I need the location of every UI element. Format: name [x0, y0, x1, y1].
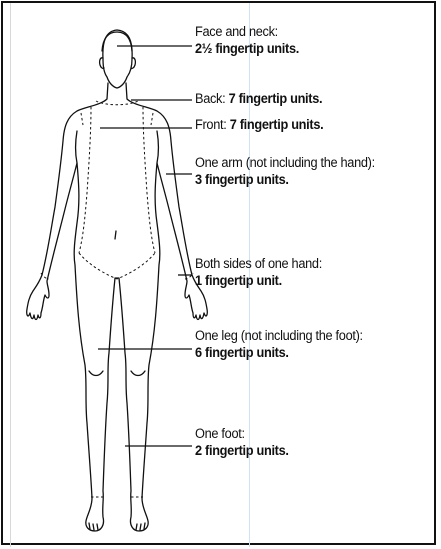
leg-title: One leg (not including the foot): [195, 328, 363, 345]
right-knee [131, 371, 145, 376]
back-label: Back: 7 fingertip units. [195, 91, 322, 108]
left-shoulder-seam [81, 113, 83, 125]
arm-value: 3 fingertip units. [195, 172, 289, 188]
front-label: Front: 7 fingertip units. [195, 117, 323, 134]
back-title: Back: [195, 91, 229, 107]
left-knee [89, 371, 103, 376]
right-side-boundary [143, 107, 155, 253]
left-side-boundary [79, 107, 91, 253]
back-value: 7 fingertip units. [229, 91, 323, 107]
head-outline [103, 30, 132, 88]
hand-label: Both sides of one hand: 1 fingertip unit… [195, 256, 322, 290]
hand-value: 1 fingertip unit. [195, 273, 282, 289]
foot-title: One foot: [195, 426, 289, 443]
foot-value: 2 fingertip units. [195, 443, 289, 459]
arm-title: One arm (not including the hand): [195, 155, 375, 172]
face-neck-value: 2½ fingertip units. [195, 41, 299, 57]
hand-title: Both sides of one hand: [195, 256, 322, 273]
face-neck-label: Face and neck: 2½ fingertip units. [195, 24, 299, 58]
body-silhouette [27, 83, 208, 531]
front-title: Front: [195, 117, 230, 133]
right-toes [136, 523, 145, 530]
left-inner-arm [76, 131, 78, 163]
foot-label: One foot: 2 fingertip units. [195, 426, 289, 460]
front-value: 7 fingertip units. [230, 117, 324, 133]
navel [115, 231, 116, 239]
leg-label: One leg (not including the foot): 6 fing… [195, 328, 363, 362]
leg-value: 6 fingertip units. [195, 345, 289, 361]
groin-boundary [79, 253, 155, 279]
arm-label: One arm (not including the hand): 3 fing… [195, 155, 375, 189]
left-toes [89, 523, 98, 530]
right-inner-arm [157, 131, 159, 163]
face-neck-title: Face and neck: [195, 24, 299, 41]
right-shoulder-seam [151, 113, 153, 125]
diagram-frame: Face and neck: 2½ fingertip units. Back:… [1, 1, 436, 545]
